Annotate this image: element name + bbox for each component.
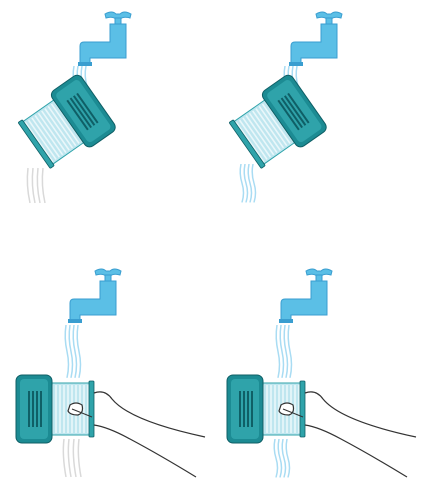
filter-cartridge-icon [15, 73, 118, 173]
faucet-icon [78, 12, 131, 66]
rinse-filter-held-clean [211, 241, 422, 483]
rinse-filter-angled-clean [211, 0, 422, 241]
clean-water-stream-icon [274, 439, 289, 477]
clean-water-stream-icon [240, 164, 255, 202]
water-stream-icon [65, 325, 80, 378]
water-stream-icon [276, 325, 291, 378]
faucet-icon [279, 269, 332, 323]
faucet-icon [68, 269, 121, 323]
dirty-water-stream-icon [27, 168, 45, 203]
dirty-water-stream-icon [63, 439, 81, 477]
rinse-filter-angled-dirty [0, 0, 211, 241]
faucet-icon [289, 12, 342, 66]
rinse-filter-held-dirty [0, 241, 211, 483]
filter-cartridge-icon [226, 73, 329, 173]
